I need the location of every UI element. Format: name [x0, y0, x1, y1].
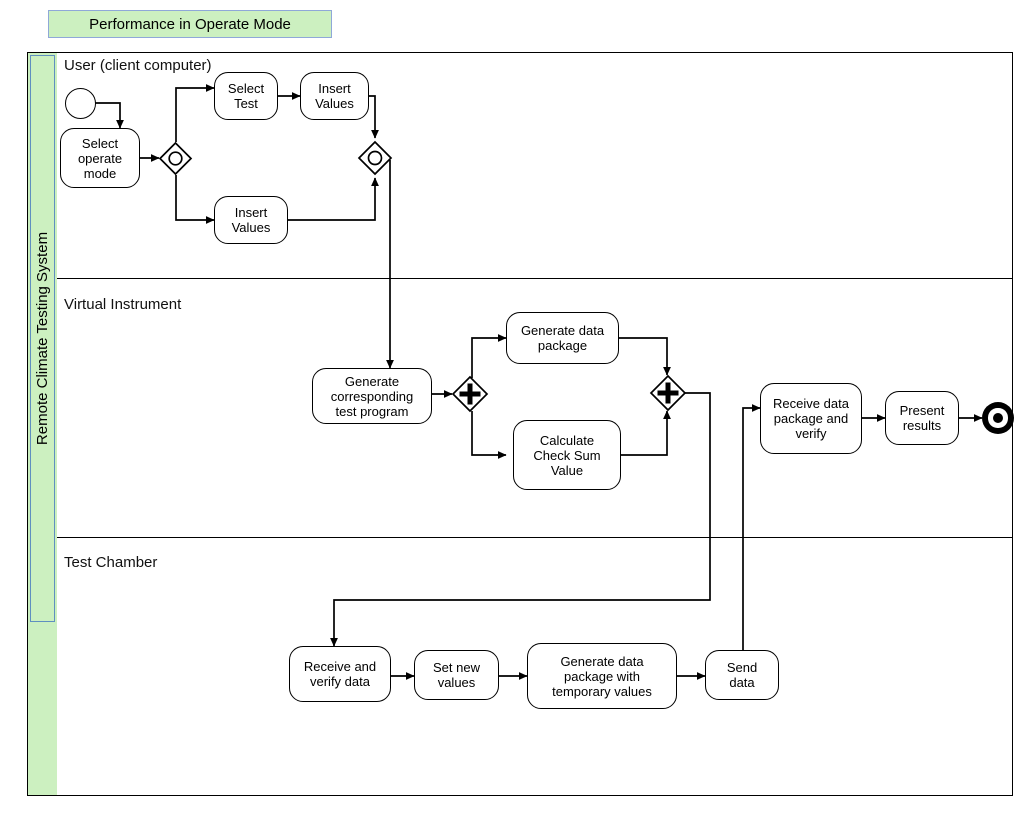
task-label: Receive data package and verify	[773, 396, 849, 441]
parallel-gateway-icon	[451, 375, 489, 413]
task-insert-values-top[interactable]: Insert Values	[300, 72, 369, 120]
task-insert-values-bottom[interactable]: Insert Values	[214, 196, 288, 244]
task-generate-data-package[interactable]: Generate data package	[506, 312, 619, 364]
task-generate-corresponding-test-program[interactable]: Generate corresponding test program	[312, 368, 432, 424]
task-receive-data-package-and-verify[interactable]: Receive data package and verify	[760, 383, 862, 454]
lane-title-user: User (client computer)	[64, 57, 212, 74]
diagram-title-box: Performance in Operate Mode	[48, 10, 332, 38]
task-label: Present results	[899, 403, 945, 433]
task-present-results[interactable]: Present results	[885, 391, 959, 445]
lane-title-test-chamber: Test Chamber	[64, 554, 158, 571]
task-label: Insert Values	[231, 205, 271, 235]
task-label: Set new values	[433, 660, 480, 690]
end-event-ring	[988, 408, 1008, 428]
task-receive-and-verify-data[interactable]: Receive and verify data	[289, 646, 391, 702]
gateway-inclusive-merge-user[interactable]	[357, 140, 393, 176]
gateway-parallel-join-vi[interactable]	[649, 374, 687, 412]
task-set-new-values[interactable]: Set new values	[414, 650, 499, 700]
task-calculate-check-sum-value[interactable]: Calculate Check Sum Value	[513, 420, 621, 490]
inclusive-gateway-icon	[158, 141, 193, 176]
lane-divider-user-vi	[57, 278, 1013, 279]
task-label: Generate data package	[520, 323, 605, 353]
pool-label-text: Remote Climate Testing System	[34, 231, 52, 446]
task-label: Receive and verify data	[303, 659, 377, 689]
lane-divider-vi-chamber	[57, 537, 1013, 538]
parallel-gateway-icon	[649, 374, 687, 412]
end-event-dot	[993, 413, 1003, 423]
task-label: Generate data package with temporary val…	[552, 653, 652, 699]
task-label: Select operate mode	[77, 135, 123, 181]
task-select-test[interactable]: Select Test	[214, 72, 278, 120]
gateway-inclusive-split-user[interactable]	[158, 141, 193, 176]
task-generate-data-package-with-temporary-values[interactable]: Generate data package with temporary val…	[527, 643, 677, 709]
inclusive-gateway-icon	[357, 140, 393, 176]
gateway-parallel-split-vi[interactable]	[451, 375, 489, 413]
page-title: Performance in Operate Mode	[89, 15, 291, 33]
task-send-data[interactable]: Send data	[705, 650, 779, 700]
task-label: Calculate Check Sum Value	[533, 432, 601, 478]
task-label: Insert Values	[315, 81, 354, 111]
task-label: Generate corresponding test program	[330, 373, 414, 419]
task-label: Select Test	[227, 81, 265, 111]
task-label: Send data	[726, 660, 758, 690]
lane-title-virtual-instrument: Virtual Instrument	[64, 296, 182, 313]
task-select-operate-mode[interactable]: Select operate mode	[60, 128, 140, 188]
pool-label-box: Remote Climate Testing System	[30, 55, 55, 622]
end-event[interactable]	[982, 402, 1014, 434]
start-event[interactable]	[65, 88, 96, 119]
